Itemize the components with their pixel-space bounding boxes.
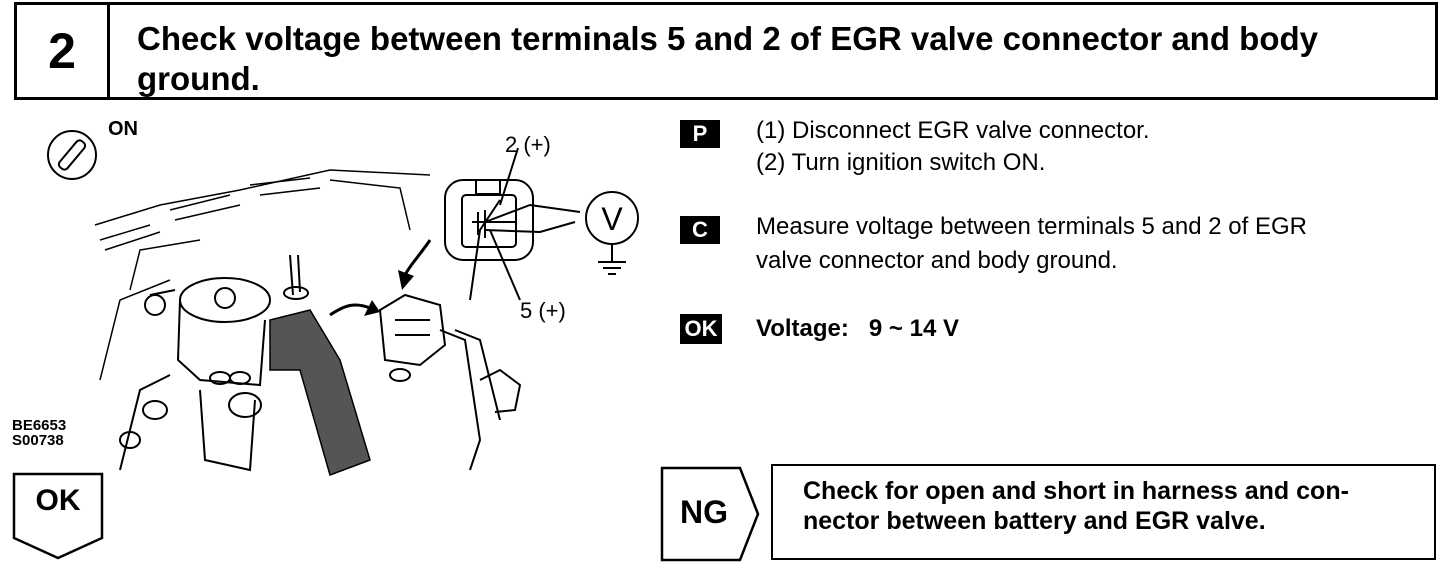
ng-result-text: Check for open and short in harness and … [803,476,1423,536]
ng-result-box: Check for open and short in harness and … [771,464,1436,560]
egr-connector [378,293,501,471]
step-header: 2 Check voltage between terminals 5 and … [14,2,1438,100]
egr-valve-illustration: V [47,130,639,476]
ok-result-label: OK [35,484,81,517]
figure-code: BE6653 S00738 [12,418,66,448]
figure-code-1: BE6653 [12,417,67,434]
engine-cover [94,169,431,381]
check-badge: C [680,216,720,244]
voltmeter-symbol: V [601,201,623,237]
check-text-1: Measure voltage between terminals 5 and … [756,213,1307,240]
terminal-5-label: 5 (+) [520,298,566,323]
prep-step-2: (2) Turn ignition switch ON. [756,149,1046,176]
prep-badge: P [680,120,720,148]
ignition-state-label: ON [108,118,138,140]
ok-criteria: Voltage: 9 ~ 14 V [756,315,959,342]
voltmeter-icon: V [585,191,639,275]
wire-harness [269,309,371,476]
test-leads [484,147,581,301]
ignition-switch-icon [47,130,97,180]
prep-step-1: (1) Disconnect EGR valve connector. [756,117,1150,144]
step-title: Check voltage between terminals 5 and 2 … [137,20,1318,97]
terminal-2-label: 2 (+) [505,132,551,157]
hose [469,199,522,413]
arrow-icon [329,239,432,317]
ok-arrow-box [12,472,104,560]
step-number: 2 [17,5,110,97]
ok-badge: OK [680,314,722,344]
ng-result-label: NG [680,494,728,530]
ng-text-line-1: Check for open and short in harness and … [803,477,1349,505]
check-text-2: valve connector and body ground. [756,247,1118,274]
ng-text-line-2: nector between battery and EGR valve. [803,507,1266,535]
figure-code-2: S00738 [12,432,64,449]
connector-detail [444,179,534,261]
ng-arrow-box [660,466,760,562]
egr-valve-body [119,254,309,472]
